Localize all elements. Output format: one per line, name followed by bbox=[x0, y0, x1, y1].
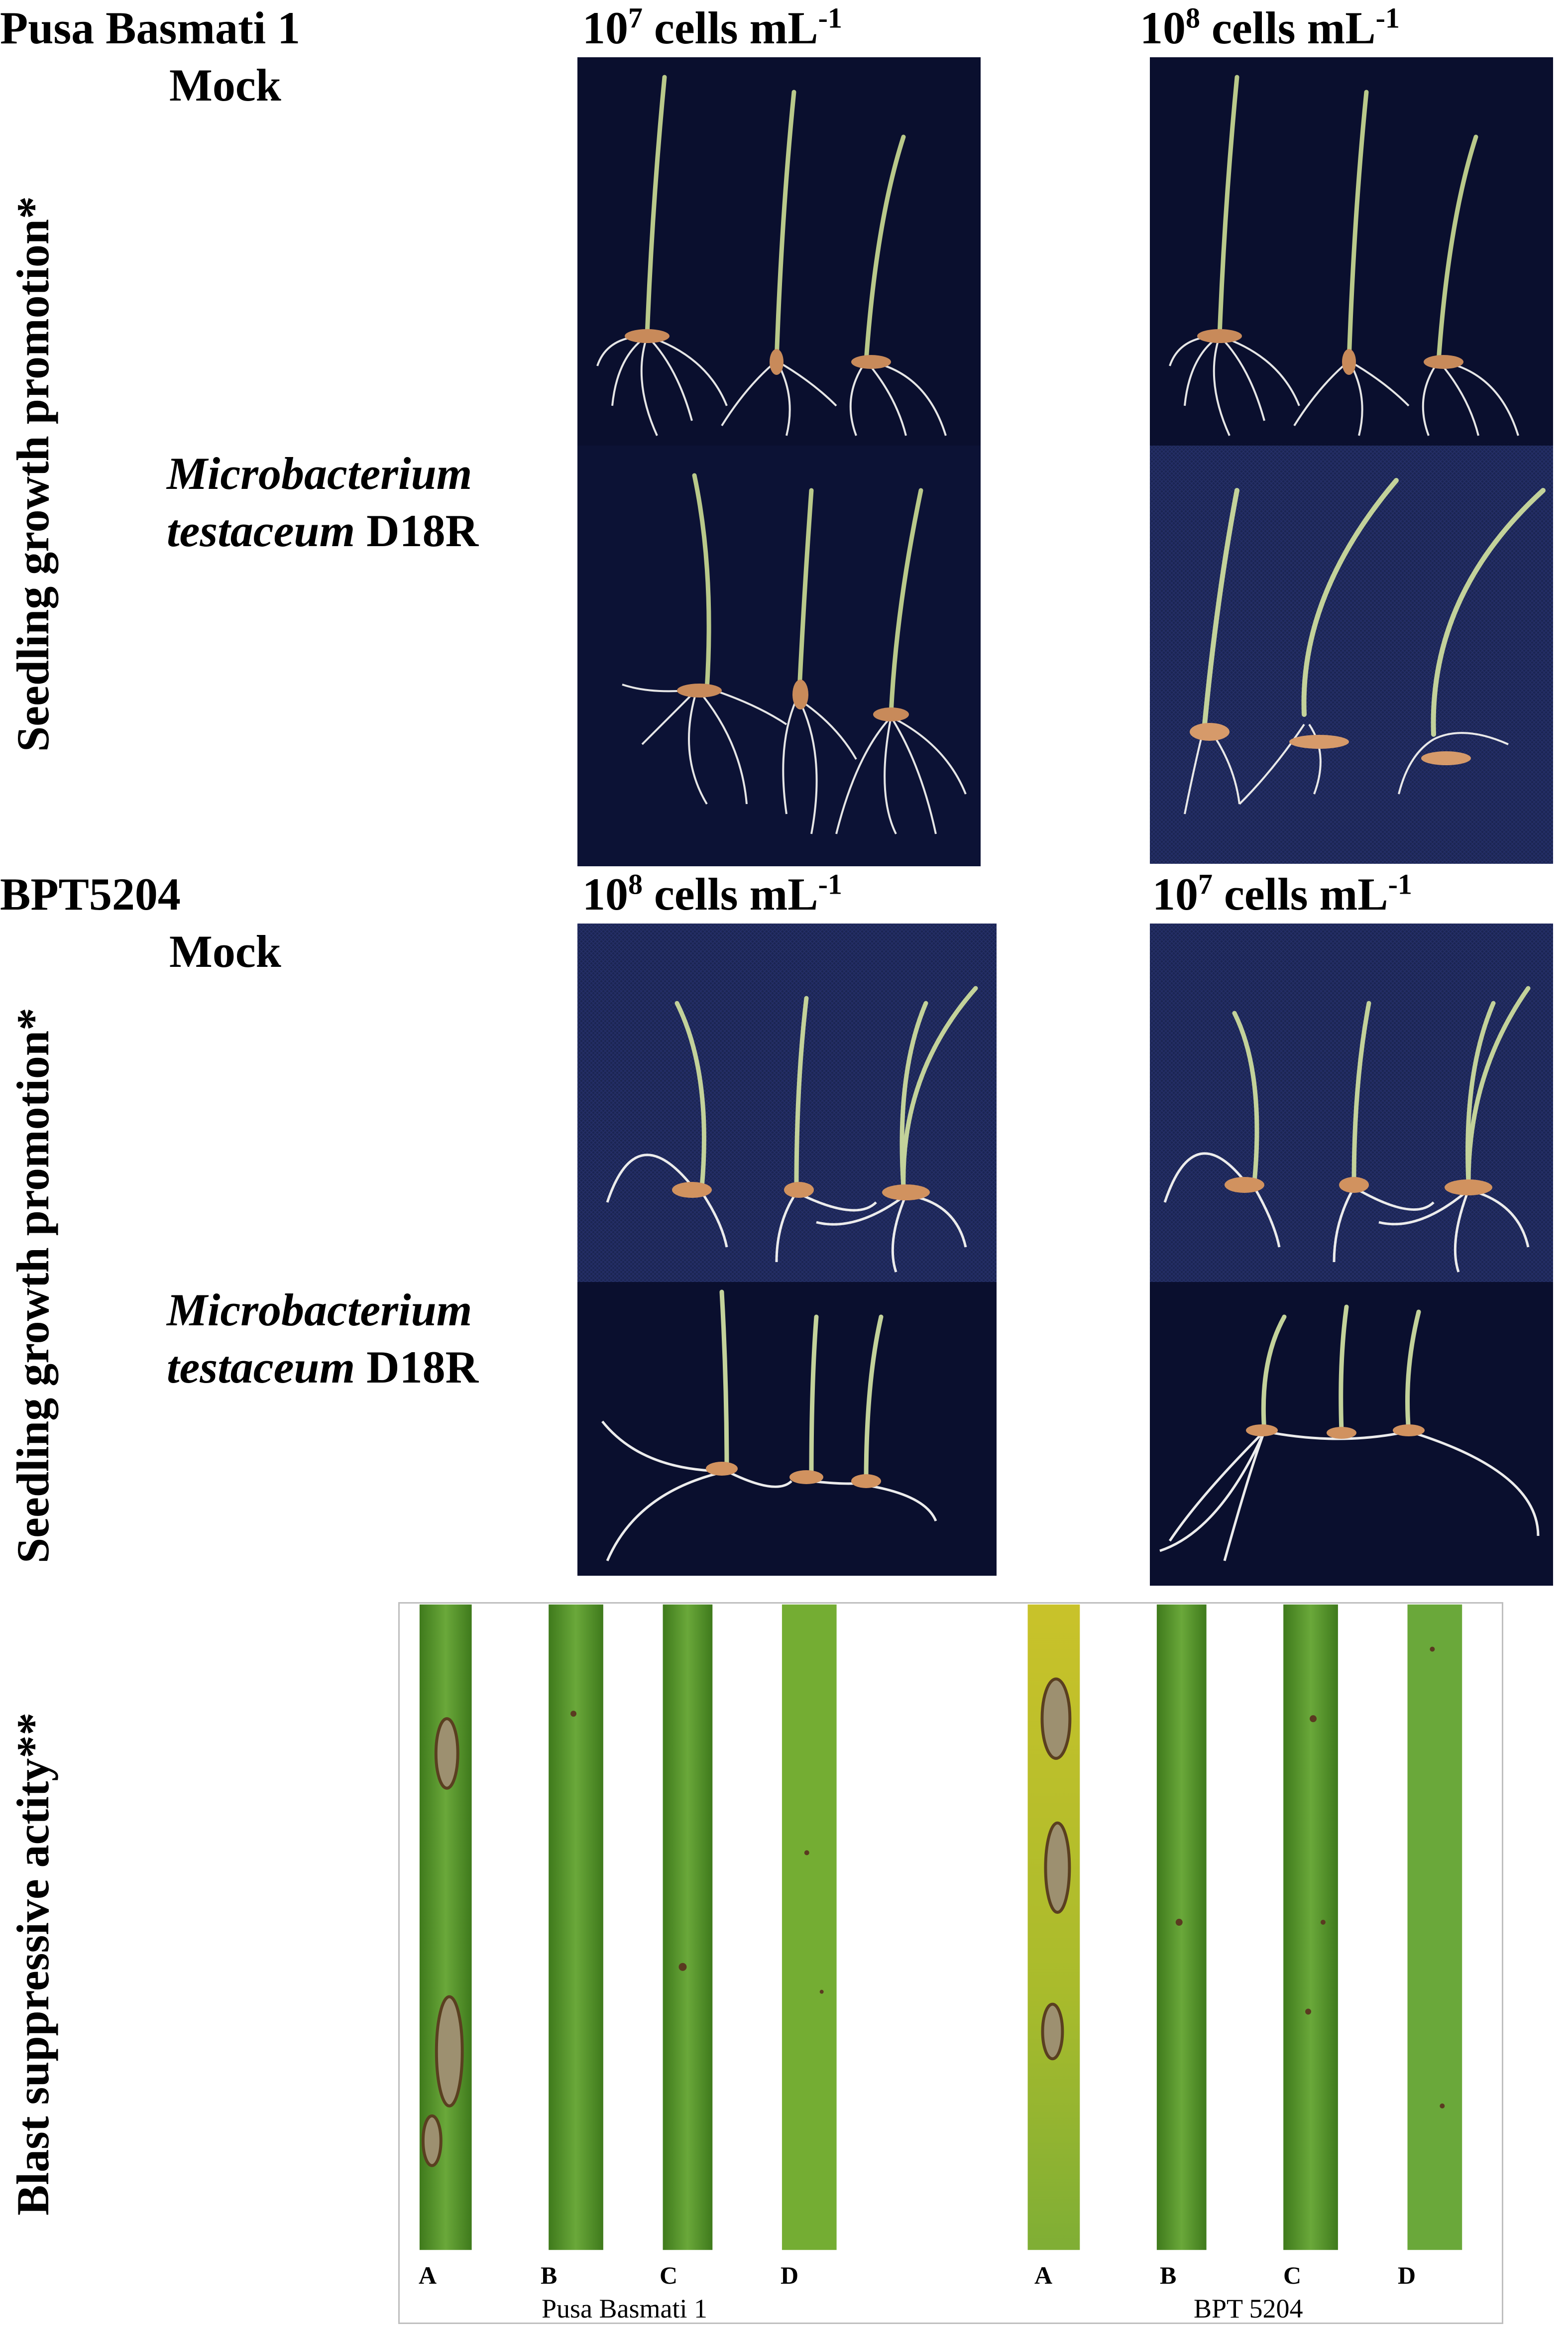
concentration-header-top-col2: 108 cells mL-1 bbox=[1140, 2, 1400, 53]
leaf-photo bbox=[400, 1604, 1502, 2250]
conc-unit-exponent: -1 bbox=[1375, 1, 1400, 34]
conc-base: 10 bbox=[1140, 2, 1186, 53]
row-label-treatment-line2-middle: testaceum D18R bbox=[167, 1344, 478, 1390]
conc-unit: cells mL bbox=[1200, 2, 1376, 53]
conc-unit: cells mL bbox=[643, 2, 818, 53]
concentration-header-middle-col2: 107 cells mL-1 bbox=[1152, 868, 1412, 920]
photo-treatment-top-col1 bbox=[577, 446, 981, 866]
photo-treatment-middle-col2 bbox=[1150, 1282, 1553, 1586]
conc-exponent: 8 bbox=[628, 868, 643, 901]
photo-mock-middle-col1 bbox=[577, 924, 997, 1282]
conc-unit-exponent: -1 bbox=[818, 1, 842, 34]
photo-mock-middle-col2 bbox=[1150, 924, 1553, 1282]
leaf-letter-3: C bbox=[660, 2261, 678, 2289]
leaf-group-label-bpt: BPT 5204 bbox=[1194, 2294, 1303, 2324]
side-label-seedling-middle: Seedling growth promotion* bbox=[7, 1007, 58, 1563]
conc-unit-exponent: -1 bbox=[1388, 868, 1412, 901]
strain-id: D18R bbox=[355, 505, 479, 556]
leaf-letter-2: B bbox=[541, 2261, 558, 2289]
leaf-letter-5: A bbox=[1034, 2261, 1053, 2289]
conc-exponent: 7 bbox=[628, 1, 643, 34]
conc-base: 10 bbox=[1152, 869, 1198, 920]
cultivar-title-middle: BPT5204 bbox=[0, 869, 181, 920]
photo-treatment-top-col2 bbox=[1150, 446, 1553, 864]
leaf-letter-4: D bbox=[781, 2261, 799, 2289]
conc-unit: cells mL bbox=[643, 869, 818, 920]
concentration-header-top-col1: 107 cells mL-1 bbox=[582, 2, 842, 53]
row-label-mock-top: Mock bbox=[169, 60, 281, 111]
species-epithet: testaceum bbox=[167, 1342, 355, 1393]
photo-mock-top-col2 bbox=[1150, 57, 1553, 446]
conc-exponent: 7 bbox=[1198, 868, 1213, 901]
conc-base: 10 bbox=[582, 869, 628, 920]
leaf-letter-8: D bbox=[1398, 2261, 1416, 2289]
conc-unit: cells mL bbox=[1213, 869, 1388, 920]
conc-exponent: 8 bbox=[1186, 1, 1200, 34]
blast-leaf-panel: A B C D A B C D Pusa Basmati 1 BPT 5204 bbox=[398, 1602, 1503, 2324]
row-label-treatment-line1-top: Microbacterium bbox=[167, 448, 472, 499]
species-epithet: testaceum bbox=[167, 505, 355, 556]
row-label-treatment-line1-middle: Microbacterium bbox=[167, 1284, 472, 1335]
row-label-mock-middle: Mock bbox=[169, 926, 281, 977]
conc-unit-exponent: -1 bbox=[818, 868, 842, 901]
conc-base: 10 bbox=[582, 2, 628, 53]
side-label-seedling-top: Seedling growth promotion* bbox=[7, 196, 58, 752]
leaf-group-label-pusa: Pusa Basmati 1 bbox=[542, 2294, 707, 2324]
side-label-blast: Blast suppressive actity** bbox=[7, 1712, 58, 2215]
photo-treatment-middle-col1 bbox=[577, 1282, 997, 1576]
leaf-letter-6: B bbox=[1160, 2261, 1177, 2289]
row-label-treatment-line2-top: testaceum D18R bbox=[167, 508, 478, 554]
strain-id: D18R bbox=[355, 1342, 479, 1393]
concentration-header-middle-col1: 108 cells mL-1 bbox=[582, 868, 842, 920]
cultivar-title-top: Pusa Basmati 1 bbox=[0, 2, 301, 53]
photo-mock-top-col1 bbox=[577, 57, 981, 446]
leaf-letter-7: C bbox=[1283, 2261, 1302, 2289]
leaf-letter-1: A bbox=[419, 2261, 437, 2289]
